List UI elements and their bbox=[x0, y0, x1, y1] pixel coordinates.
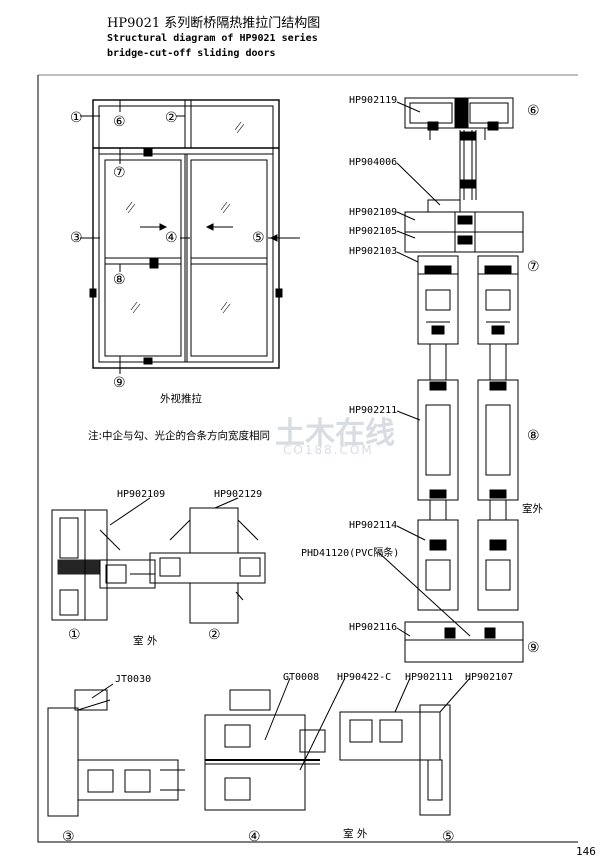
page-title: HP9021 系列断桥隔热推拉门结构图 bbox=[107, 16, 321, 31]
circle-label-5a: ⑤ bbox=[252, 230, 265, 246]
part-label-phd41120: PHD41120(PVC隔条) bbox=[301, 548, 400, 559]
part-label-jt0030: JT0030 bbox=[115, 674, 152, 685]
part-label-hp90422c: HP90422-C bbox=[337, 672, 392, 683]
circle-label-9b: ⑨ bbox=[527, 640, 540, 656]
circle-label-1b: ① bbox=[68, 627, 81, 643]
note-text: 注:中企与勾、光企的合条方向宽度相同 bbox=[88, 430, 271, 442]
part-label-hp902119: HP902119 bbox=[349, 95, 398, 106]
subtitle-line-2: bridge-cut-off sliding doors bbox=[107, 48, 276, 59]
part-label-hp902103: HP902103 bbox=[349, 246, 398, 257]
part-label-hp902116: HP902116 bbox=[349, 622, 398, 633]
detail-4 bbox=[204, 677, 346, 811]
part-label-hp902211: HP902211 bbox=[349, 405, 398, 416]
circle-label-6b: ⑥ bbox=[527, 103, 540, 119]
detail-3 bbox=[47, 683, 185, 817]
circle-label-7a: ⑦ bbox=[113, 165, 126, 181]
detail-2 bbox=[149, 497, 266, 624]
outside-label-1: 室 外 bbox=[133, 635, 158, 647]
watermark-text: 土木在线 bbox=[275, 416, 395, 451]
circle-label-3b: ③ bbox=[62, 829, 75, 845]
vertical-section bbox=[377, 97, 524, 663]
part-label-gt0008: GT0008 bbox=[283, 672, 320, 683]
circle-label-3a: ③ bbox=[70, 230, 83, 246]
circle-label-1a: ① bbox=[70, 110, 83, 126]
part-label-hp902107: HP902107 bbox=[465, 672, 514, 683]
circle-label-2a: ② bbox=[165, 110, 178, 126]
detail-1 bbox=[51, 497, 156, 621]
detail-5 bbox=[339, 677, 471, 816]
watermark-url: CO188.COM bbox=[283, 443, 374, 457]
subtitle-line-1: Structural diagram of HP9021 series bbox=[107, 33, 318, 44]
outside-label-2: 室外 bbox=[522, 503, 543, 515]
circle-label-7b: ⑦ bbox=[527, 259, 540, 275]
circle-label-8b: ⑧ bbox=[527, 428, 540, 444]
drawing-border bbox=[37, 75, 578, 843]
elevation-caption: 外视推拉 bbox=[160, 393, 202, 405]
part-label-hp904006: HP904006 bbox=[349, 157, 398, 168]
part-label-hp902114: HP902114 bbox=[349, 520, 398, 531]
outside-label-3: 室 外 bbox=[343, 828, 368, 840]
circle-label-8a: ⑧ bbox=[113, 272, 126, 288]
part-label-hp902105: HP902105 bbox=[349, 226, 398, 237]
part-label-hp902109-b: HP902109 bbox=[117, 489, 166, 500]
door-elevation bbox=[80, 99, 300, 374]
circle-label-2b: ② bbox=[208, 627, 221, 643]
circle-label-4b: ④ bbox=[248, 829, 261, 845]
circle-label-4a: ④ bbox=[165, 230, 178, 246]
circle-label-9a: ⑨ bbox=[113, 375, 126, 391]
part-label-hp902129: HP902129 bbox=[214, 489, 263, 500]
page-number: 146 bbox=[576, 845, 596, 858]
circle-label-5b: ⑤ bbox=[442, 829, 455, 845]
part-label-hp902111: HP902111 bbox=[405, 672, 454, 683]
part-label-hp902109: HP902109 bbox=[349, 207, 398, 218]
circle-label-6a: ⑥ bbox=[113, 114, 126, 130]
